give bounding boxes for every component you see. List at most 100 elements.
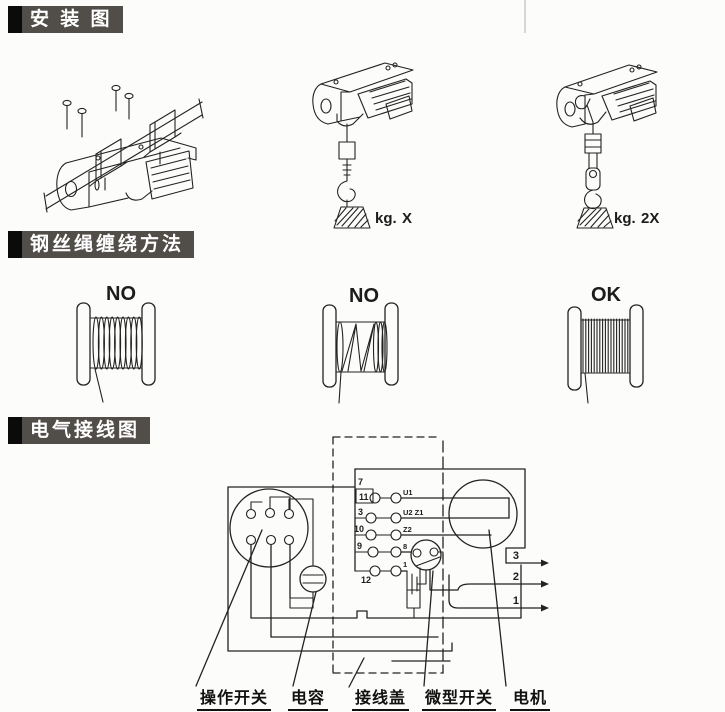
terminal-cover-outline xyxy=(332,436,444,674)
load-unit-label: kg. xyxy=(375,210,397,227)
motor-symbol xyxy=(448,479,518,549)
spool-loose-winding: NO xyxy=(76,283,156,403)
section-title: 安 装 图 xyxy=(22,6,123,33)
spool-verdict-label: NO xyxy=(106,283,136,305)
dense-rope-coils xyxy=(582,318,629,373)
mount-bracket xyxy=(143,109,182,158)
load-weight xyxy=(576,207,614,229)
arrowhead xyxy=(541,604,549,612)
motor-fins xyxy=(150,158,191,190)
leader-capacitor xyxy=(292,591,317,687)
wire-label: 8 xyxy=(403,542,407,551)
weight-hatching xyxy=(577,208,612,228)
spool-tangled-winding: NO xyxy=(322,285,399,404)
spool-flange xyxy=(384,302,399,386)
terminal-number: 3 xyxy=(358,507,363,517)
spool-flange xyxy=(629,304,644,388)
rope-exit xyxy=(94,368,104,403)
motor-housing xyxy=(145,150,194,200)
spool-verdict-label: OK xyxy=(591,284,622,306)
spool-hub xyxy=(335,321,386,373)
leader-terminal-cover xyxy=(348,657,365,688)
terminal-number: 11 xyxy=(359,492,369,502)
hook-guard xyxy=(579,111,607,125)
cable xyxy=(342,158,352,182)
switch-enclosure xyxy=(227,486,453,652)
spool-even-winding: OK xyxy=(567,284,644,404)
wire xyxy=(250,544,291,638)
frame-hook xyxy=(574,95,594,123)
callout-motor: 电机 xyxy=(510,684,551,711)
switch-lever xyxy=(415,556,441,567)
weight-hatching xyxy=(334,207,369,228)
rope-exit xyxy=(338,371,342,404)
wire xyxy=(288,498,314,567)
capacitor-plates xyxy=(302,574,324,584)
arrowhead xyxy=(541,559,549,567)
spool-flange xyxy=(141,302,156,386)
operation-switch-symbol xyxy=(229,488,309,568)
load-value-label: 2X xyxy=(641,210,659,227)
spool-verdict-label: NO xyxy=(349,285,379,307)
load-value-label: X xyxy=(402,210,412,227)
switch-internal-wires xyxy=(250,496,291,510)
switch-terminals xyxy=(245,507,295,546)
cable-block xyxy=(584,133,602,154)
cable-block xyxy=(338,141,356,160)
power-line-1 xyxy=(448,574,542,609)
wire xyxy=(406,567,421,591)
callout-operation-switch: 操作开关 xyxy=(197,684,272,711)
power-line-number: 1 xyxy=(513,595,519,607)
mounting-hole xyxy=(564,101,576,117)
callout-capacitor: 电容 xyxy=(288,684,329,711)
junction-box xyxy=(385,95,413,120)
mount-bracket xyxy=(89,138,128,187)
terminal-11-box xyxy=(355,488,374,504)
callout-terminal-cover: 接线盖 xyxy=(352,684,410,711)
leader-micro-switch xyxy=(423,570,434,687)
header-black-block xyxy=(8,6,22,33)
tangled-rope xyxy=(341,323,375,372)
terminal-number: 9 xyxy=(357,541,362,551)
wire xyxy=(400,497,510,572)
top-plate xyxy=(320,62,414,93)
spool-flange xyxy=(322,304,337,388)
leader-operation-switch xyxy=(195,529,263,687)
wire-label: U2 Z1 xyxy=(403,508,423,517)
hook-guard xyxy=(336,113,364,127)
end-plate xyxy=(312,83,351,125)
beam-mount-illustration xyxy=(43,84,204,213)
terminal-number: 7 xyxy=(358,477,363,487)
leader-motor xyxy=(488,529,507,687)
terminal-number: 10 xyxy=(354,524,364,534)
terminal-number: 12 xyxy=(361,575,371,585)
section-header-electrical: 电气接线图 xyxy=(8,417,151,444)
load-weight xyxy=(333,206,371,229)
motor-housing xyxy=(357,78,413,119)
wire-loop xyxy=(406,589,421,609)
mounting-hole xyxy=(320,98,332,114)
spool-flange xyxy=(567,306,582,391)
section-header-installation: 安 装 图 xyxy=(8,6,123,33)
load-unit-label: kg. xyxy=(614,210,636,227)
hoist-single-line-illustration: kg. X xyxy=(312,62,414,229)
junction-box xyxy=(629,97,657,122)
power-line-number: 3 xyxy=(513,550,519,562)
motor-loop-wire xyxy=(354,468,526,564)
power-line-2 xyxy=(429,569,542,591)
mount-bolts xyxy=(62,84,134,138)
capacitor-symbol xyxy=(299,565,327,593)
rope-coil xyxy=(336,321,344,373)
wire-label: U1 xyxy=(403,488,413,497)
callout-micro-switch: 微型开关 xyxy=(422,684,497,711)
end-plate xyxy=(556,86,595,128)
header-black-block xyxy=(8,231,22,258)
hoist-body xyxy=(56,137,197,211)
motor-housing xyxy=(601,80,657,121)
callout-leaders xyxy=(195,529,507,688)
hook-guard xyxy=(125,190,153,201)
arrowhead xyxy=(541,580,549,588)
hoist-double-line-illustration: kg. 2X xyxy=(556,64,659,229)
wire-label: 1 xyxy=(403,560,407,569)
